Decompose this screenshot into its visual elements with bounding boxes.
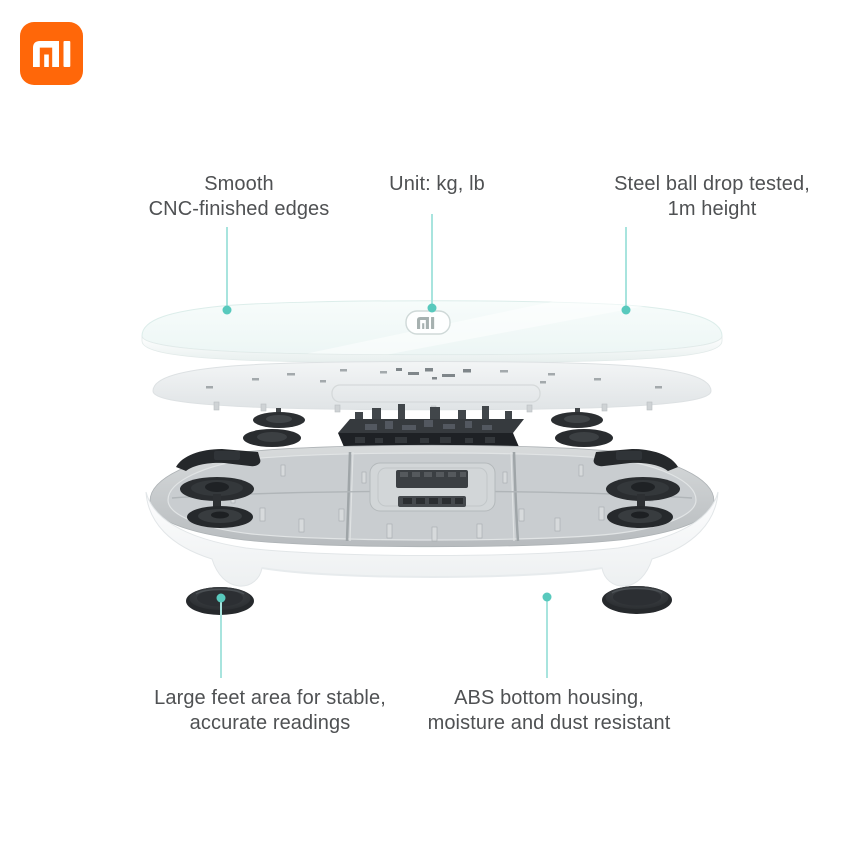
corner-bracket-left: [176, 449, 261, 471]
label-abs-housing: ABS bottom housing, moisture and dust re…: [427, 687, 671, 734]
load-sensor-left: [243, 408, 305, 447]
leader-bottom-left: [216, 593, 226, 678]
foot-pad-right: [602, 586, 672, 614]
sensor-mount: [369, 462, 496, 512]
label-smooth-edges: Smooth CNC-finished edges: [148, 173, 330, 220]
bottom-housing: [145, 491, 719, 587]
foot-sensor-stack-left: [180, 477, 254, 528]
middle-plate-layer: [152, 361, 712, 414]
inner-frame: [149, 444, 715, 548]
mi-logo-icon: [20, 22, 83, 85]
label-unit: Unit: kg, lb: [389, 173, 485, 195]
leader-top-center: [427, 214, 437, 313]
plate-center-marks: [396, 368, 471, 380]
glass-top-layer: [141, 300, 723, 364]
leader-top-left: [222, 227, 232, 315]
foot-sensor-stack-right: [606, 477, 680, 528]
plate-screw-marks: [206, 369, 662, 389]
label-drop-tested: Steel ball drop tested, 1m height: [614, 173, 810, 220]
leader-lines: [216, 214, 631, 678]
leader-bottom-right: [542, 592, 552, 678]
mi-badge-icon: [405, 310, 451, 335]
corner-bracket-right: [593, 449, 678, 471]
load-sensor-right: [551, 408, 613, 447]
xiaomi-logo: [20, 22, 83, 85]
leader-top-right: [621, 227, 631, 315]
label-large-feet: Large feet area for stable, accurate rea…: [154, 687, 386, 734]
circuit-board: [338, 404, 524, 447]
